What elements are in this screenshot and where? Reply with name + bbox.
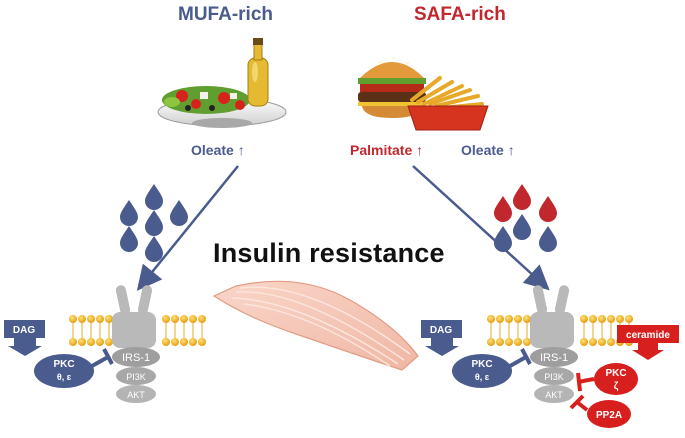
pp2a xyxy=(587,400,631,428)
right-pi3k-label: PI3K xyxy=(544,372,564,382)
right-pkc xyxy=(452,354,512,388)
right-arrow xyxy=(412,165,550,291)
insulin-resistance-title: Insulin resistance xyxy=(213,238,445,268)
left-pkc-inhibition xyxy=(91,348,114,368)
right-dag-label: DAG xyxy=(430,325,452,336)
left-membrane xyxy=(69,315,206,346)
left-pkc xyxy=(34,354,94,388)
left-irs1-label: IRS-1 xyxy=(122,352,150,364)
right-akt-label: AKT xyxy=(545,390,563,400)
pp2a-inhibition xyxy=(569,394,589,412)
right-pkc-inhibition xyxy=(509,348,532,368)
pkc-zeta-label: PKC xyxy=(605,368,626,379)
right-pkc-label: PKC xyxy=(471,359,492,370)
left-insulin-receptor xyxy=(112,285,156,348)
right-dag xyxy=(421,320,462,356)
left-akt-label: AKT xyxy=(127,390,145,400)
right-fatty-acid-drops xyxy=(494,184,557,252)
pkc-zeta xyxy=(594,363,638,395)
mufa-header: MUFA-rich xyxy=(178,4,273,25)
salad-icon xyxy=(157,38,287,128)
left-dag xyxy=(4,320,45,356)
left-arrow xyxy=(136,165,239,291)
muscle-icon xyxy=(212,280,419,371)
left-pi3k-label: PI3K xyxy=(126,372,146,382)
left-dag-label: DAG xyxy=(13,325,35,336)
pkc-zeta-inhibition xyxy=(576,372,595,392)
pp2a-label: PP2A xyxy=(596,410,622,421)
pkc-zeta-sub-label: ζ xyxy=(614,381,619,392)
left-pkc-label: PKC xyxy=(53,359,74,370)
left-fatty-acid-drops xyxy=(120,184,188,262)
right-insulin-receptor xyxy=(530,285,574,348)
right-oleate-label: Oleate ↑ xyxy=(461,142,515,158)
right-irs1-label: IRS-1 xyxy=(540,352,568,364)
right-pkc-sub-label: θ, ɛ xyxy=(475,372,490,382)
left-oleate-label: Oleate ↑ xyxy=(191,142,245,158)
safa-header: SAFA-rich xyxy=(414,4,506,25)
right-irs1-complex xyxy=(530,347,578,403)
ceramide-label: ceramide xyxy=(626,330,670,341)
left-irs1-complex xyxy=(112,347,160,403)
burger-fries-icon xyxy=(358,56,489,131)
right-membrane xyxy=(487,315,633,346)
ceramide xyxy=(617,325,679,360)
right-palmitate-label: Palmitate ↑ xyxy=(350,142,424,158)
left-pkc-sub-label: θ, ɛ xyxy=(57,372,72,382)
